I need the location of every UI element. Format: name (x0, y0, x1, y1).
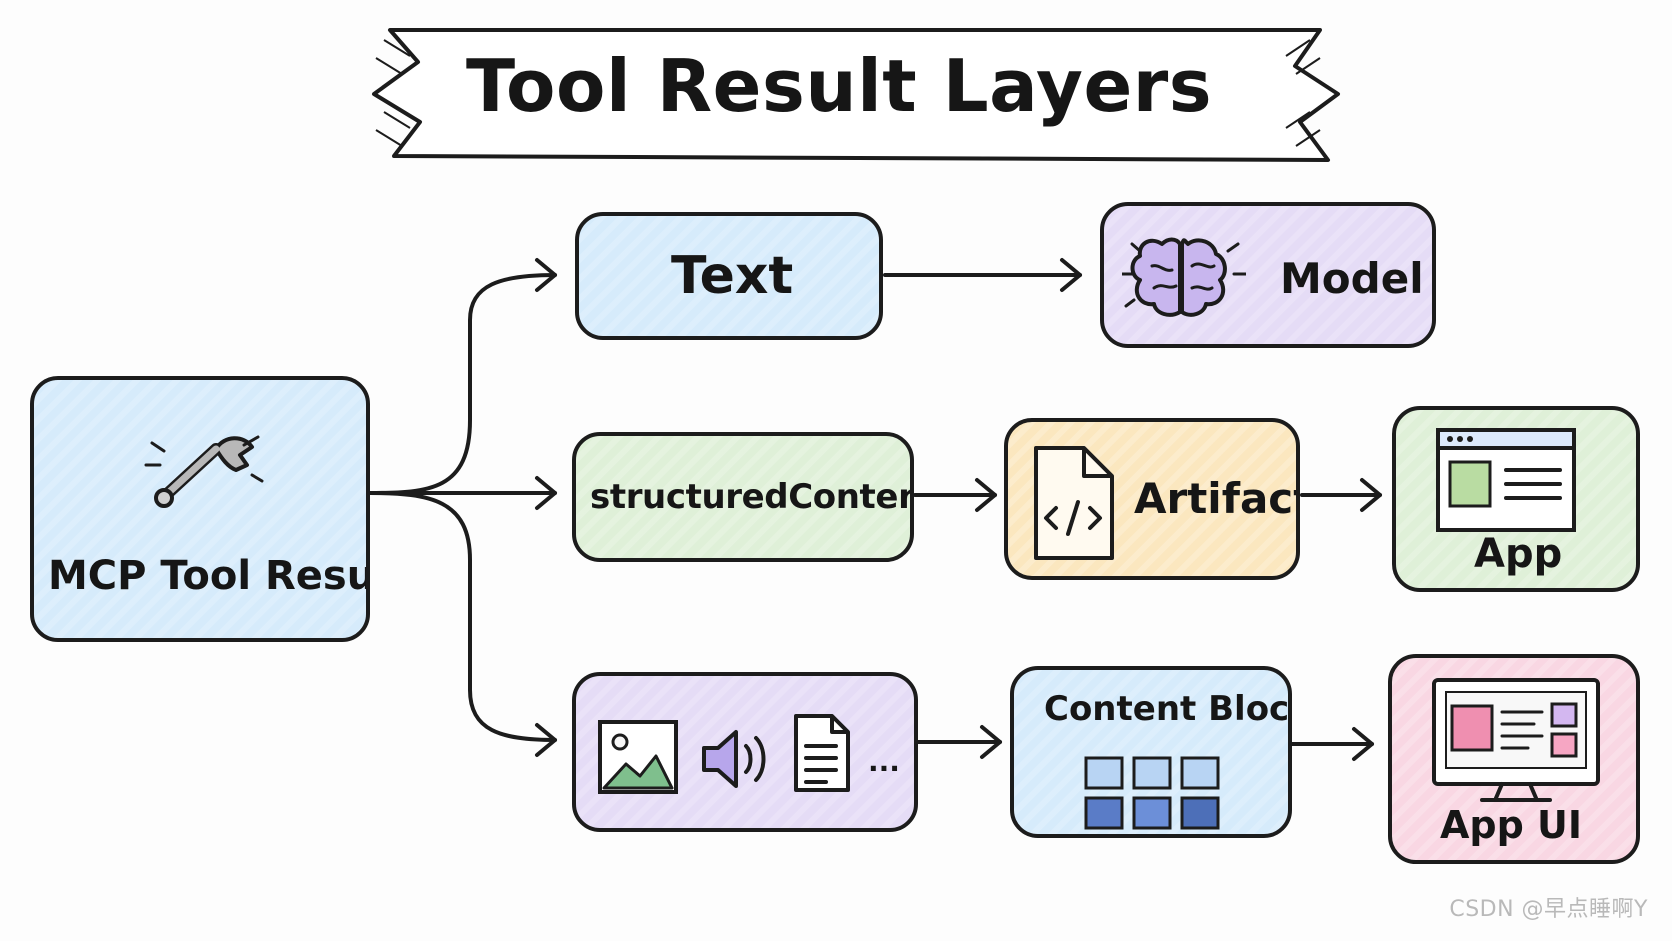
app-node: App (1392, 406, 1640, 592)
arrowhead-appui (1352, 727, 1374, 761)
structured-content-node: structuredContent (572, 432, 914, 562)
app-ui-node: App UI (1388, 654, 1640, 864)
speaker-icon (702, 730, 766, 788)
arrowheads (535, 258, 1382, 761)
connectors (368, 273, 1382, 746)
title-banner-hatching-right (1285, 39, 1321, 147)
connector-root-to-text (368, 273, 557, 495)
connector-root-to-media (368, 491, 557, 742)
mcp-tool-result-node: MCP Tool Result (30, 376, 370, 642)
arrowhead-text (535, 258, 557, 292)
model-node-label: Model (1280, 254, 1424, 303)
media-content-node: ... (572, 672, 918, 832)
page-title: Tool Result Layers (466, 44, 1213, 128)
text-node-label: Text (671, 246, 794, 306)
browser-window-icon (1436, 428, 1576, 532)
app-node-label: App (1474, 531, 1563, 577)
content-blocks-node: Content Blocks (1010, 666, 1292, 838)
brain-icon (1122, 237, 1246, 317)
desktop-monitor-icon (1432, 678, 1600, 802)
title-banner-shape (372, 28, 1340, 162)
structured-content-label: structuredContent (590, 477, 914, 517)
document-icon (794, 714, 850, 792)
content-blocks-label: Content Blocks (1044, 689, 1290, 729)
wrench-icon (144, 435, 264, 508)
arrowhead-model (1060, 258, 1082, 292)
model-node: Model (1100, 202, 1436, 348)
image-icon (598, 720, 678, 794)
grid-blocks-icon (1084, 756, 1220, 830)
text-node: Text (575, 212, 883, 340)
app-ui-label: App UI (1440, 803, 1583, 847)
artifact-node-label: Artifact (1134, 474, 1300, 523)
code-file-icon (1034, 446, 1114, 560)
arrowhead-app (1360, 478, 1382, 512)
mcp-tool-result-label: MCP Tool Result (48, 553, 366, 599)
arrowhead-artifact (975, 478, 997, 512)
arrowhead-media (535, 723, 557, 757)
title-banner (372, 28, 1340, 162)
arrowhead-contentblocks (980, 725, 1002, 759)
media-more-label: ... (868, 745, 900, 778)
arrowhead-structured (535, 476, 557, 510)
watermark: CSDN @早点睡啊Y (1449, 897, 1648, 922)
artifact-node: Artifact (1004, 418, 1300, 580)
title-banner-hatching-left (375, 39, 411, 147)
